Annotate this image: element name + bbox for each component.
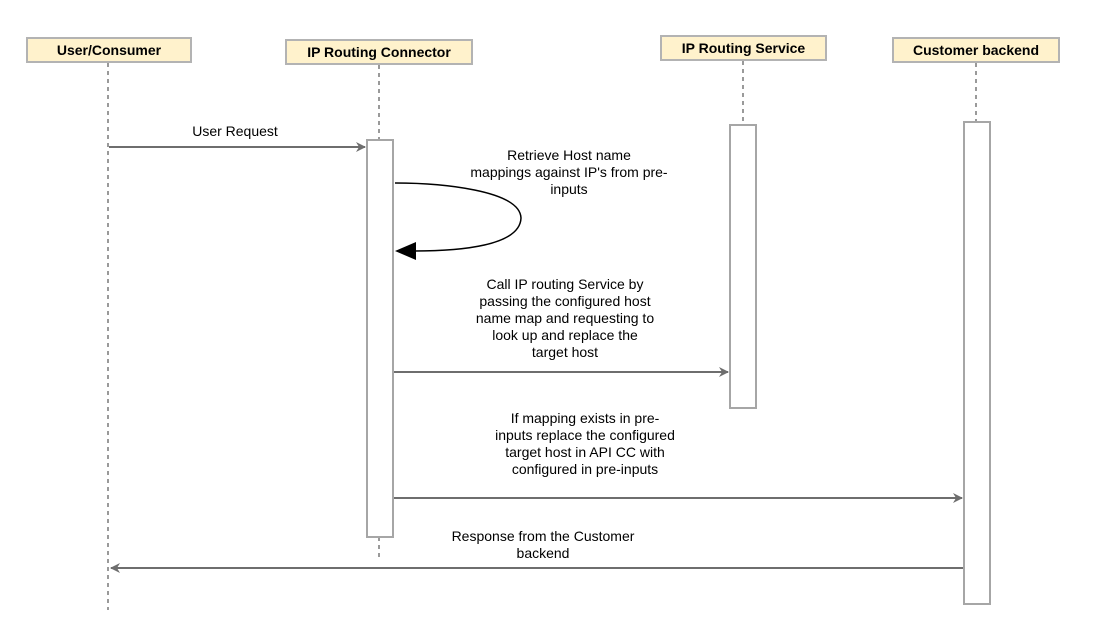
label-self-call-line: inputs <box>550 181 588 197</box>
arrow-self-call <box>394 182 522 252</box>
actor-customer-backend: Customer backend <box>892 37 1060 63</box>
label-response-line: Response from the Customer <box>451 528 635 544</box>
activation-connector <box>366 139 394 538</box>
label-replace-target: If mapping exists in pre- inputs replace… <box>440 410 730 478</box>
label-call-service-line: passing the configured host <box>479 293 651 309</box>
actor-user-consumer: User/Consumer <box>26 37 192 63</box>
label-call-service: Call IP routing Service by passing the c… <box>430 276 700 361</box>
actor-ip-routing-service: IP Routing Service <box>660 35 827 61</box>
label-replace-target-line: target host in API CC with <box>505 444 665 460</box>
label-call-service-line: Call IP routing Service by <box>486 276 644 292</box>
label-replace-target-line: configured in pre-inputs <box>511 461 659 477</box>
label-self-call-line: Retrieve Host name <box>507 147 631 163</box>
label-replace-target-line: inputs replace the configured <box>495 427 675 443</box>
activation-service <box>729 124 757 409</box>
label-call-service-line: look up and replace the <box>492 327 638 343</box>
label-call-service-line: target host <box>531 344 599 360</box>
actor-ip-routing-connector: IP Routing Connector <box>285 39 473 65</box>
label-response: Response from the Customer backend <box>410 528 676 562</box>
label-response-line: backend <box>516 545 570 561</box>
activation-backend <box>963 121 991 605</box>
label-replace-target-line: If mapping exists in pre- <box>510 410 660 426</box>
label-user-request: User Request <box>192 123 278 139</box>
label-call-service-line: name map and requesting to <box>475 310 655 326</box>
label-self-call-line: mappings against IP's from pre- <box>470 164 668 180</box>
arrowhead-self-call <box>395 242 416 260</box>
label-self-call: Retrieve Host name mappings against IP's… <box>435 147 703 198</box>
